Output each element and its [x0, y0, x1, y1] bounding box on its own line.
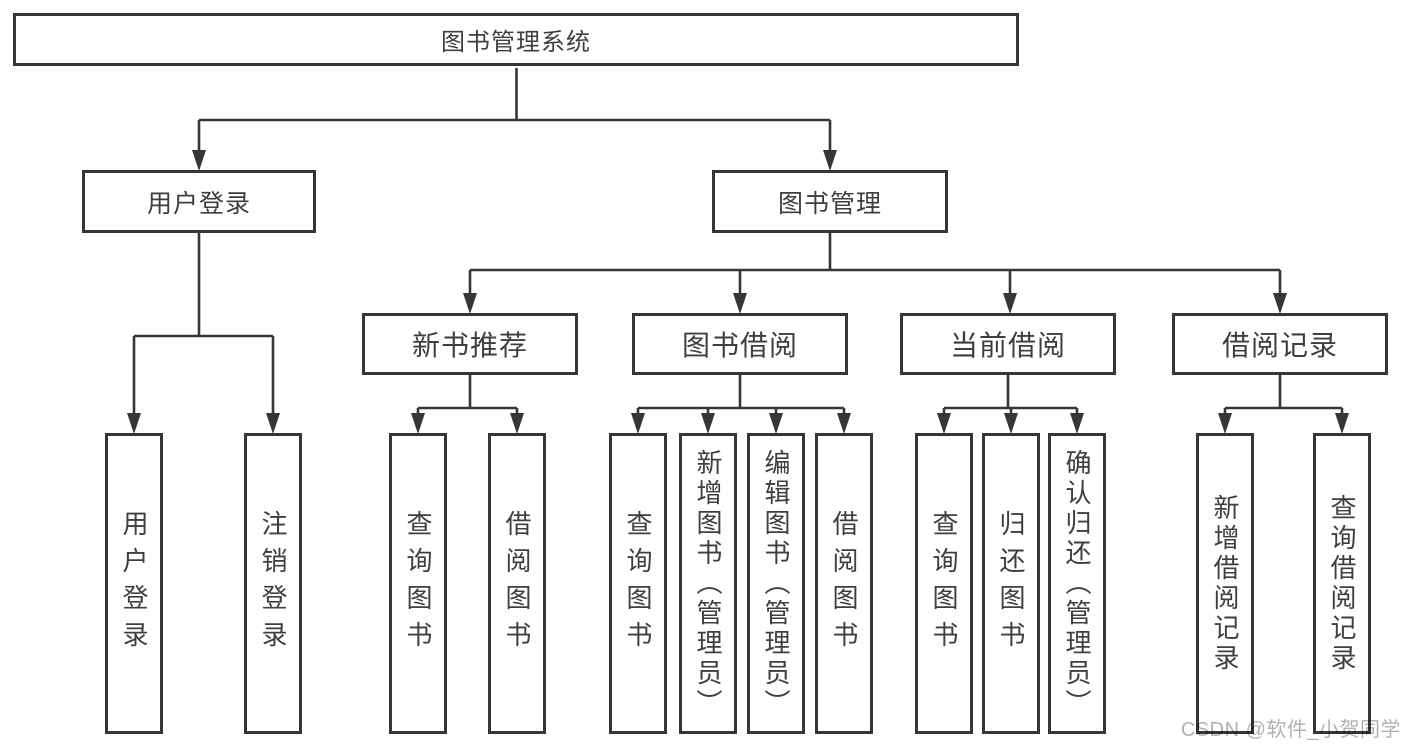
leaf-label: 归还图书 [996, 509, 1026, 658]
leaf-label: 新增图书（管理员） [693, 448, 723, 719]
leaf-label: 查询图书 [403, 509, 433, 658]
leaf-query-books-recommend: 查询图书 [389, 433, 447, 734]
connector-stems [132, 68, 1344, 416]
node-label: 借阅记录 [1221, 330, 1338, 361]
leaf-label: 查询图书 [623, 509, 653, 658]
leaf-query-borrow-record: 查询借阅记录 [1313, 433, 1371, 734]
leaf-query-books-borrow: 查询图书 [609, 433, 667, 734]
leaf-confirm-return-admin: 确认归还（管理员） [1048, 433, 1106, 734]
leaf-edit-book-admin: 编辑图书（管理员） [747, 433, 805, 734]
leaf-borrow-books: 借阅图书 [815, 433, 873, 734]
leaf-add-borrow-record: 新增借阅记录 [1196, 433, 1254, 734]
leaf-add-book-admin: 新增图书（管理员） [679, 433, 737, 734]
node-borrowing-records: 借阅记录 [1172, 313, 1388, 375]
leaf-label: 确认归还（管理员） [1062, 448, 1092, 719]
node-label: 图书管理 [777, 189, 882, 218]
node-current-borrowing: 当前借阅 [900, 313, 1116, 375]
watermark: CSDN @软件_小贺同学 [1180, 719, 1401, 741]
leaf-query-books-current: 查询图书 [915, 433, 973, 734]
leaf-label: 新增借阅记录 [1210, 493, 1240, 674]
leaf-label: 用户登录 [119, 509, 149, 658]
node-book-borrowing: 图书借阅 [632, 313, 848, 375]
node-label: 用户登录 [146, 189, 251, 218]
node-label: 新书推荐 [411, 330, 528, 361]
leaf-logout: 注销登录 [244, 433, 302, 734]
node-library-management-system: 图书管理系统 [13, 13, 1019, 66]
leaf-borrow-books-recommend: 借阅图书 [488, 433, 546, 734]
node-user-login: 用户登录 [82, 170, 316, 233]
node-label: 图书借阅 [681, 330, 798, 361]
leaf-return-book: 归还图书 [982, 433, 1040, 734]
leaf-label: 编辑图书（管理员） [761, 448, 791, 719]
leaf-label: 借阅图书 [829, 509, 859, 658]
leaf-label: 注销登录 [258, 509, 288, 658]
leaf-label: 查询借阅记录 [1327, 493, 1357, 674]
leaf-label: 借阅图书 [502, 509, 532, 658]
leaf-user-login: 用户登录 [105, 433, 163, 734]
node-label: 图书管理系统 [441, 29, 591, 56]
leaf-label: 查询图书 [929, 509, 959, 658]
node-book-management: 图书管理 [712, 170, 948, 233]
node-label: 当前借阅 [949, 330, 1066, 361]
node-new-book-recommendation: 新书推荐 [362, 313, 578, 375]
